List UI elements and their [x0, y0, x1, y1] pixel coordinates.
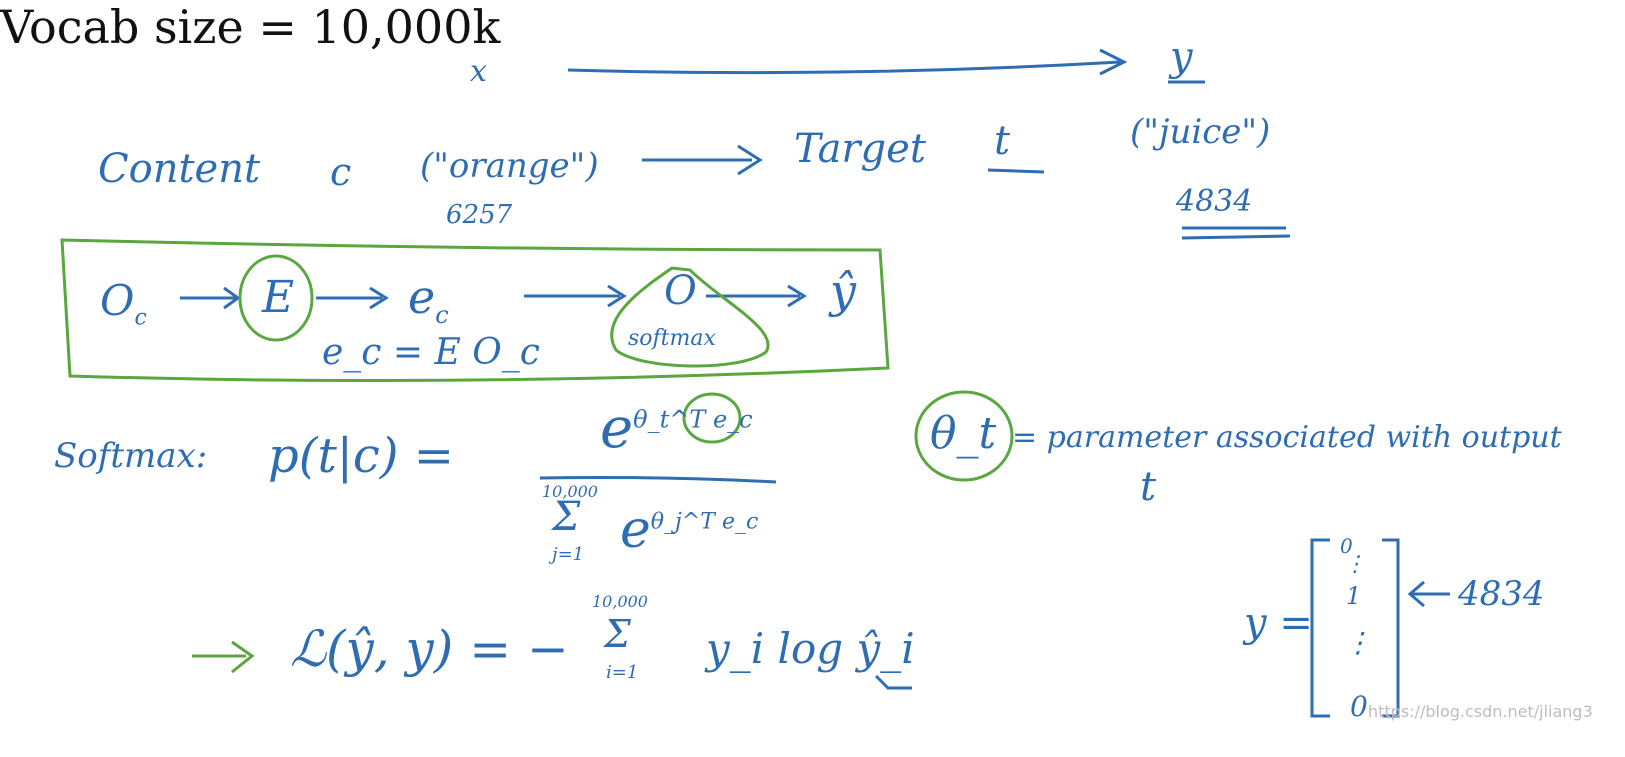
softmax-numerator: eθ_t^T e_c: [600, 396, 753, 461]
pipeline-box: [60, 238, 890, 382]
target-label: Target: [794, 126, 926, 172]
embedding-equation: e_c = E O_c: [322, 332, 540, 373]
softmax-denominator: eθ_j^T e_c: [620, 500, 759, 560]
theta-circle: [914, 390, 1014, 482]
loss-lhs: ℒ(ŷ, y) = −: [290, 620, 569, 678]
embedding-vector: ec: [408, 270, 449, 330]
loss-sum-sign: Σ: [604, 612, 631, 656]
page-title: Vocab size = 10,000k: [0, 0, 501, 54]
loss-sum-upper: 10,000: [592, 592, 648, 611]
vector-label: y =: [1244, 600, 1313, 646]
target-index: 4834: [1176, 184, 1253, 219]
embedding-matrix: E: [262, 272, 295, 323]
vector-bracket-right: [1382, 538, 1400, 718]
softmax-sum-sign: Σ: [552, 494, 581, 540]
vector-arrow-label: 4834: [1458, 574, 1545, 614]
softmax-sum-lower: j=1: [552, 544, 585, 565]
loss-sum-lower: i=1: [606, 662, 639, 683]
vector-entry-0: 0: [1340, 534, 1353, 558]
softmax-node: O: [664, 268, 697, 314]
loss-term: y_i log ŷ_i: [706, 624, 915, 673]
theta-sub: t: [1140, 464, 1157, 510]
target-word: ("juice"): [1130, 112, 1271, 152]
x-to-y-arrow: [567, 60, 1121, 75]
softmax-title: Softmax:: [54, 436, 208, 476]
embedding-circle: [238, 254, 314, 342]
onehot-node: Oc: [100, 276, 147, 331]
context-label: Content: [98, 146, 261, 192]
vector-entry-1: ⋮: [1344, 552, 1366, 577]
vector-entry-4: 0: [1350, 690, 1368, 723]
vector-entry-2: 1: [1346, 582, 1362, 610]
y-symbol: y: [1170, 34, 1193, 80]
softmax-label: softmax: [628, 326, 716, 351]
theta-description: = parameter associated with output: [1012, 420, 1562, 455]
softmax-lhs: p(t|c) =: [268, 428, 454, 484]
yhat-node: ŷ: [830, 264, 856, 318]
context-index: 6257: [446, 200, 513, 230]
context-word: ("orange"): [420, 146, 599, 186]
softmax-highlight: [610, 266, 770, 368]
softmax-sum-upper: 10,000: [542, 482, 598, 501]
vector-bracket-left: [1310, 538, 1330, 718]
target-symbol: t: [994, 118, 1011, 164]
theta-symbol: θ_t: [930, 408, 997, 459]
context-symbol: c: [330, 150, 352, 194]
vector-entry-3: ⋮: [1344, 626, 1372, 659]
x-symbol: x: [470, 54, 487, 89]
watermark: https://blog.csdn.net/jliang3: [1368, 702, 1593, 721]
